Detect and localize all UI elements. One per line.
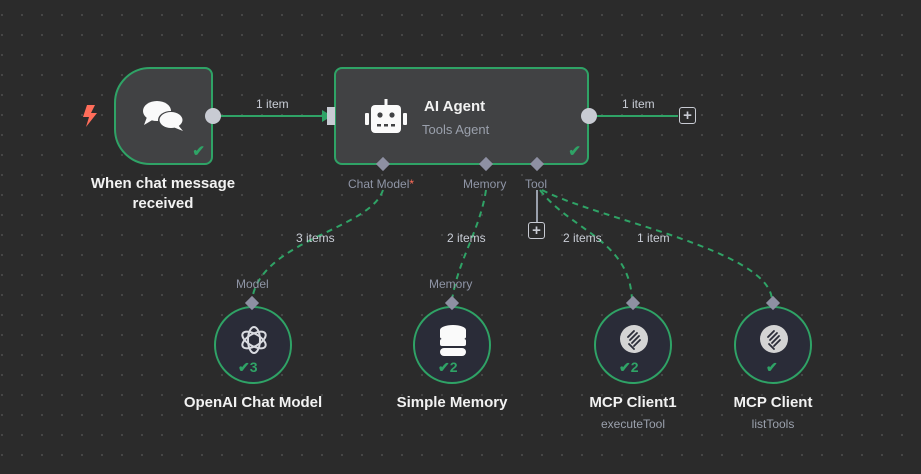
edge-label-mcp1: 2 items [563,231,602,245]
mcp-node-title: MCP Client [733,394,813,411]
title-line-1: When chat message [90,175,236,192]
required-asterisk: * [409,177,415,191]
run-status: ✔3 [238,359,258,377]
run-count: 2 [449,359,458,375]
mcp-node-subtitle: listTools [751,417,795,431]
run-status: ✔2 [438,359,458,377]
edge-label-trigger: 1 item [256,97,289,111]
success-check-icon: ✔ [619,359,631,375]
edge-label-mcp: 1 item [637,231,670,245]
lightning-bolt-icon [83,105,97,127]
success-check-icon: ✔ [192,143,205,160]
edge-memory[interactable] [451,189,487,301]
port-label-chat-model: Chat Model* [348,177,414,191]
trigger-node-title: When chat message received [73,174,253,214]
agent-title: AI Agent [424,98,486,115]
mcp-icon [760,325,788,353]
run-status: ✔ [766,359,778,377]
add-node-button[interactable]: + [679,107,696,124]
database-icon [440,325,466,356]
port-label-memory: Memory [463,177,507,191]
port-label-text: Chat Model [348,177,410,191]
mcp1-node-subtitle: executeTool [600,417,666,431]
add-tool-button[interactable]: + [528,222,545,239]
node-openai-chat-model[interactable]: ✔3 [214,306,292,384]
edge-label-memory: 2 items [447,231,486,245]
port-label-tool: Tool [525,177,548,191]
success-check-icon: ✔ [568,143,581,160]
success-check-icon: ✔ [438,359,450,375]
run-count: 2 [630,359,639,375]
edge-label-agent-out: 1 item [622,97,655,111]
node-when-chat-message-received[interactable]: ✔ [114,67,213,165]
node-simple-memory[interactable]: ✔2 [413,306,491,384]
success-check-icon: ✔ [238,359,250,375]
trigger-output-handle[interactable] [205,108,221,124]
node-mcp-client[interactable]: ✔ [734,306,812,384]
mcp-icon [620,325,648,353]
robot-icon [365,99,407,133]
success-check-icon: ✔ [766,359,778,375]
edge-mcp-client[interactable] [541,189,773,301]
chat-bubbles-icon [143,101,184,131]
openai-node-title: OpenAI Chat Model [183,394,323,411]
agent-input-handle[interactable] [327,107,335,125]
run-status: ✔2 [619,359,639,377]
mcp1-node-title: MCP Client1 [589,394,677,411]
title-line-2: received [132,195,194,212]
port-label-memory-input: Memory [429,277,473,291]
agent-subtitle: Tools Agent [422,122,490,137]
node-ai-agent[interactable]: AI Agent Tools Agent ✔ [334,67,589,165]
agent-output-handle[interactable] [581,108,597,124]
node-mcp-client1[interactable]: ✔2 [594,306,672,384]
port-label-model: Model [236,277,269,291]
memory-node-title: Simple Memory [396,394,508,411]
openai-icon [241,326,267,354]
run-count: 3 [249,359,258,375]
edge-chat-model[interactable] [251,189,384,301]
edge-label-model: 3 items [296,231,335,245]
